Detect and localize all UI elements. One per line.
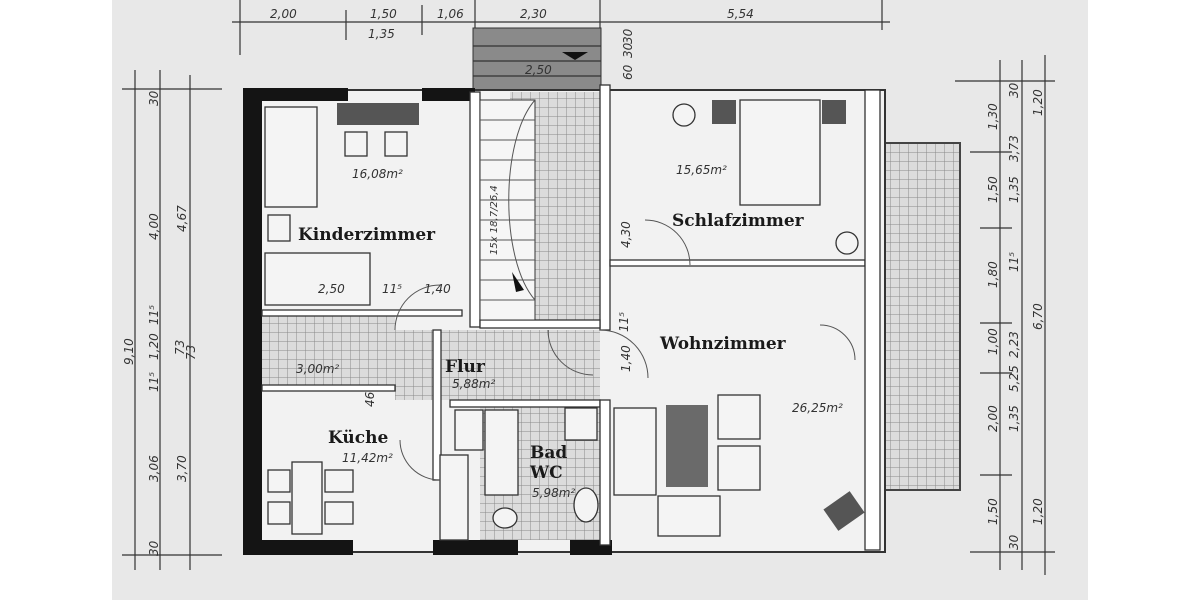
room-area-abstell: 3,00m² [296, 362, 339, 376]
dim-label: 2,50 [525, 63, 552, 77]
door-swings [394, 219, 856, 481]
room-labels: Kinderzimmer 16,08m² Schlafzimmer 15,65m… [296, 163, 843, 500]
dim-label: 1,35 [1007, 405, 1021, 432]
dim-label: 11⁵ [147, 305, 161, 325]
dim-label: 9,10 [122, 338, 136, 365]
dim-label: 1,40 [424, 282, 451, 296]
room-name-bad: Bad [530, 443, 567, 463]
dim-label: 11⁵ [617, 312, 631, 332]
right-margin [1088, 0, 1200, 600]
dim-label: 6,70 [1031, 303, 1045, 330]
left-margin [0, 0, 112, 600]
dim-label: 30 [1007, 534, 1021, 550]
dim-label: 3,73 [1007, 135, 1021, 162]
dim-label: 4,30 [619, 221, 633, 248]
dim-label: 1,50 [370, 7, 397, 21]
room-area-kueche: 11,42m² [342, 451, 393, 465]
room-area-schlafzimmer: 15,65m² [676, 163, 727, 177]
dim-label: 2,23 [1007, 331, 1021, 358]
dim-label: 11⁵ [382, 282, 402, 296]
dim-label: 1,50 [986, 498, 1000, 525]
dim-label: 73 [173, 340, 187, 355]
dim-label: 73 [184, 345, 198, 360]
dim-label: 11⁵ [1007, 252, 1021, 272]
dimensions-right: 1,30 30 1,20 3,73 1,50 1,35 1,80 11⁵ 6,7… [986, 82, 1045, 550]
dimensions-top: 2,00 1,50 1,35 1,06 2,30 5,54 2,50 30 30… [270, 7, 754, 80]
room-name-schlafzimmer: Schlafzimmer [672, 211, 805, 231]
dim-label: 1,35 [1007, 176, 1021, 203]
dim-label: 1,35 [368, 27, 395, 41]
dim-label: 30 [1007, 82, 1021, 98]
dim-label: 11⁵ [147, 372, 161, 392]
dim-label: 1,80 [986, 261, 1000, 288]
dim-label: 1,50 [986, 176, 1000, 203]
furniture [264, 99, 865, 541]
room-name-kueche: Küche [328, 428, 388, 448]
dimensions-interior: 2,50 11⁵ 1,40 4,30 11⁵ 1,40 46 15x 18,7/… [318, 185, 633, 407]
room-name-wohnzimmer: Wohnzimmer [659, 334, 787, 354]
arrow-icon [562, 52, 588, 60]
room-area-flur: 5,88m² [452, 377, 495, 391]
dim-label: 5,25 [1007, 365, 1021, 392]
entrance-steps [472, 27, 602, 93]
dim-label: 3,70 [175, 455, 189, 482]
dim-label: 5,54 [727, 7, 754, 21]
dim-label: 2,50 [318, 282, 345, 296]
dim-label: 60 [621, 64, 635, 80]
dim-label: 2,00 [986, 405, 1000, 432]
staircase [479, 99, 536, 321]
stair-label: 15x 18,7/26,4 [489, 185, 500, 255]
dim-label: 30 [621, 42, 635, 58]
dim-label: 2,30 [520, 7, 547, 21]
dim-label: 1,20 [1031, 498, 1045, 525]
dim-label: 1,00 [986, 328, 1000, 355]
dim-label: 1,20 [147, 333, 161, 360]
room-area-wohnzimmer: 26,25m² [792, 401, 843, 415]
dim-label: 1,06 [437, 7, 464, 21]
dim-label: 30 [147, 540, 161, 556]
dim-label: 30 [621, 28, 635, 44]
dim-label: 46 [363, 391, 377, 407]
dim-label: 1,30 [986, 103, 1000, 130]
dim-label: 3,06 [147, 455, 161, 482]
dim-label: 30 [147, 90, 161, 106]
room-area-bad: 5,98m² [532, 486, 575, 500]
room-area-kinderzimmer: 16,08m² [352, 167, 403, 181]
balcony [879, 142, 961, 491]
room-name-wc: WC [529, 463, 563, 483]
walls [243, 84, 881, 555]
dim-label: 1,40 [619, 345, 633, 372]
dimension-lines [122, 0, 1055, 575]
dim-label: 1,20 [1031, 89, 1045, 116]
dim-label: 4,67 [175, 205, 189, 232]
room-name-flur: Flur [445, 357, 486, 377]
dimensions-left: 9,10 4,00 4,67 11⁵ 1,20 11⁵ 73 73 3,06 3… [122, 90, 198, 556]
dim-label: 2,00 [270, 7, 297, 21]
dim-label: 4,00 [147, 213, 161, 240]
room-name-kinderzimmer: Kinderzimmer [298, 225, 436, 245]
